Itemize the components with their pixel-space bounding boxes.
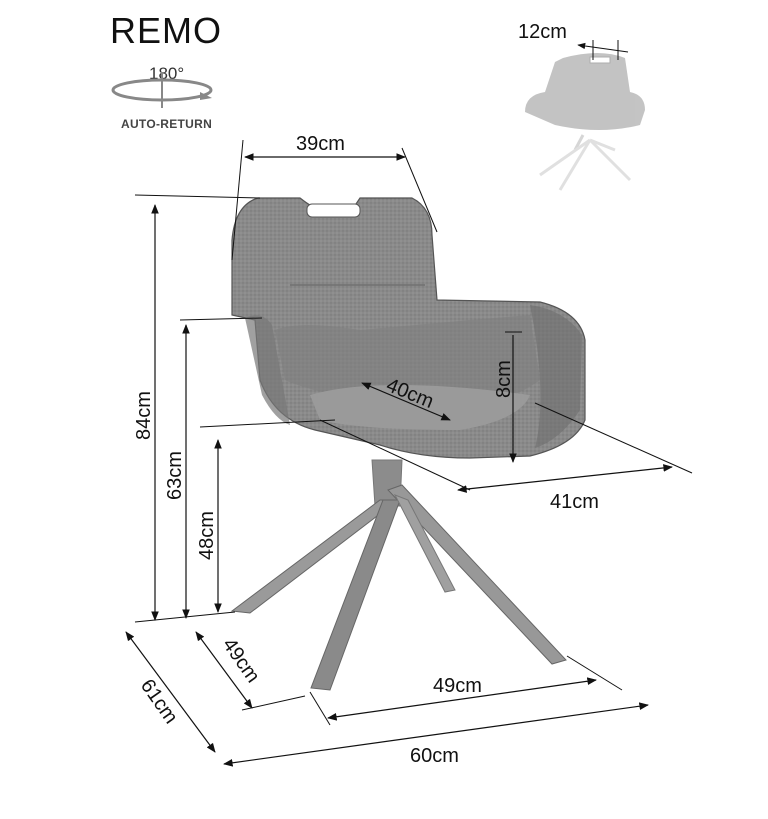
total-height-label: 84cm bbox=[133, 391, 155, 440]
rotation-arrow-icon bbox=[111, 72, 213, 108]
base-width-label: 49cm bbox=[433, 675, 482, 697]
chair-back-thumbnail bbox=[525, 53, 645, 191]
armrest-height-label: 63cm bbox=[164, 451, 186, 500]
total-height-dimension: 84cm bbox=[133, 194, 261, 621]
rotation-label: 180° bbox=[149, 64, 185, 83]
armrest-thickness-dimension: 8cm bbox=[493, 331, 522, 463]
handle-width-label: 12cm bbox=[518, 21, 567, 43]
handle-width-dimension: 12cm bbox=[518, 21, 629, 60]
auto-return-label: AUTO-RETURN bbox=[121, 117, 213, 131]
inner-width-label: 41cm bbox=[550, 491, 599, 513]
seat-height-label: 48cm bbox=[196, 511, 218, 560]
chair-base bbox=[230, 459, 567, 691]
armrest-height-dimension: 63cm bbox=[164, 317, 263, 619]
back-width-label: 39cm bbox=[296, 133, 345, 155]
seat-height-dimension: 48cm bbox=[196, 419, 336, 613]
total-depth-dimension: 61cm bbox=[125, 631, 216, 753]
inner-width-dimension: 41cm bbox=[319, 402, 693, 513]
armrest-thickness-label: 8cm bbox=[493, 360, 515, 398]
chair-shell bbox=[231, 197, 586, 459]
base-depth-dimension: 49cm bbox=[195, 631, 306, 711]
total-width-label: 60cm bbox=[410, 745, 459, 767]
product-title: REMO bbox=[110, 10, 222, 51]
floor-line bbox=[134, 611, 236, 623]
back-width-dimension: 39cm bbox=[231, 133, 438, 261]
total-width-dimension: 60cm bbox=[223, 702, 649, 767]
total-depth-label: 61cm bbox=[136, 675, 182, 728]
base-depth-label: 49cm bbox=[218, 634, 264, 687]
